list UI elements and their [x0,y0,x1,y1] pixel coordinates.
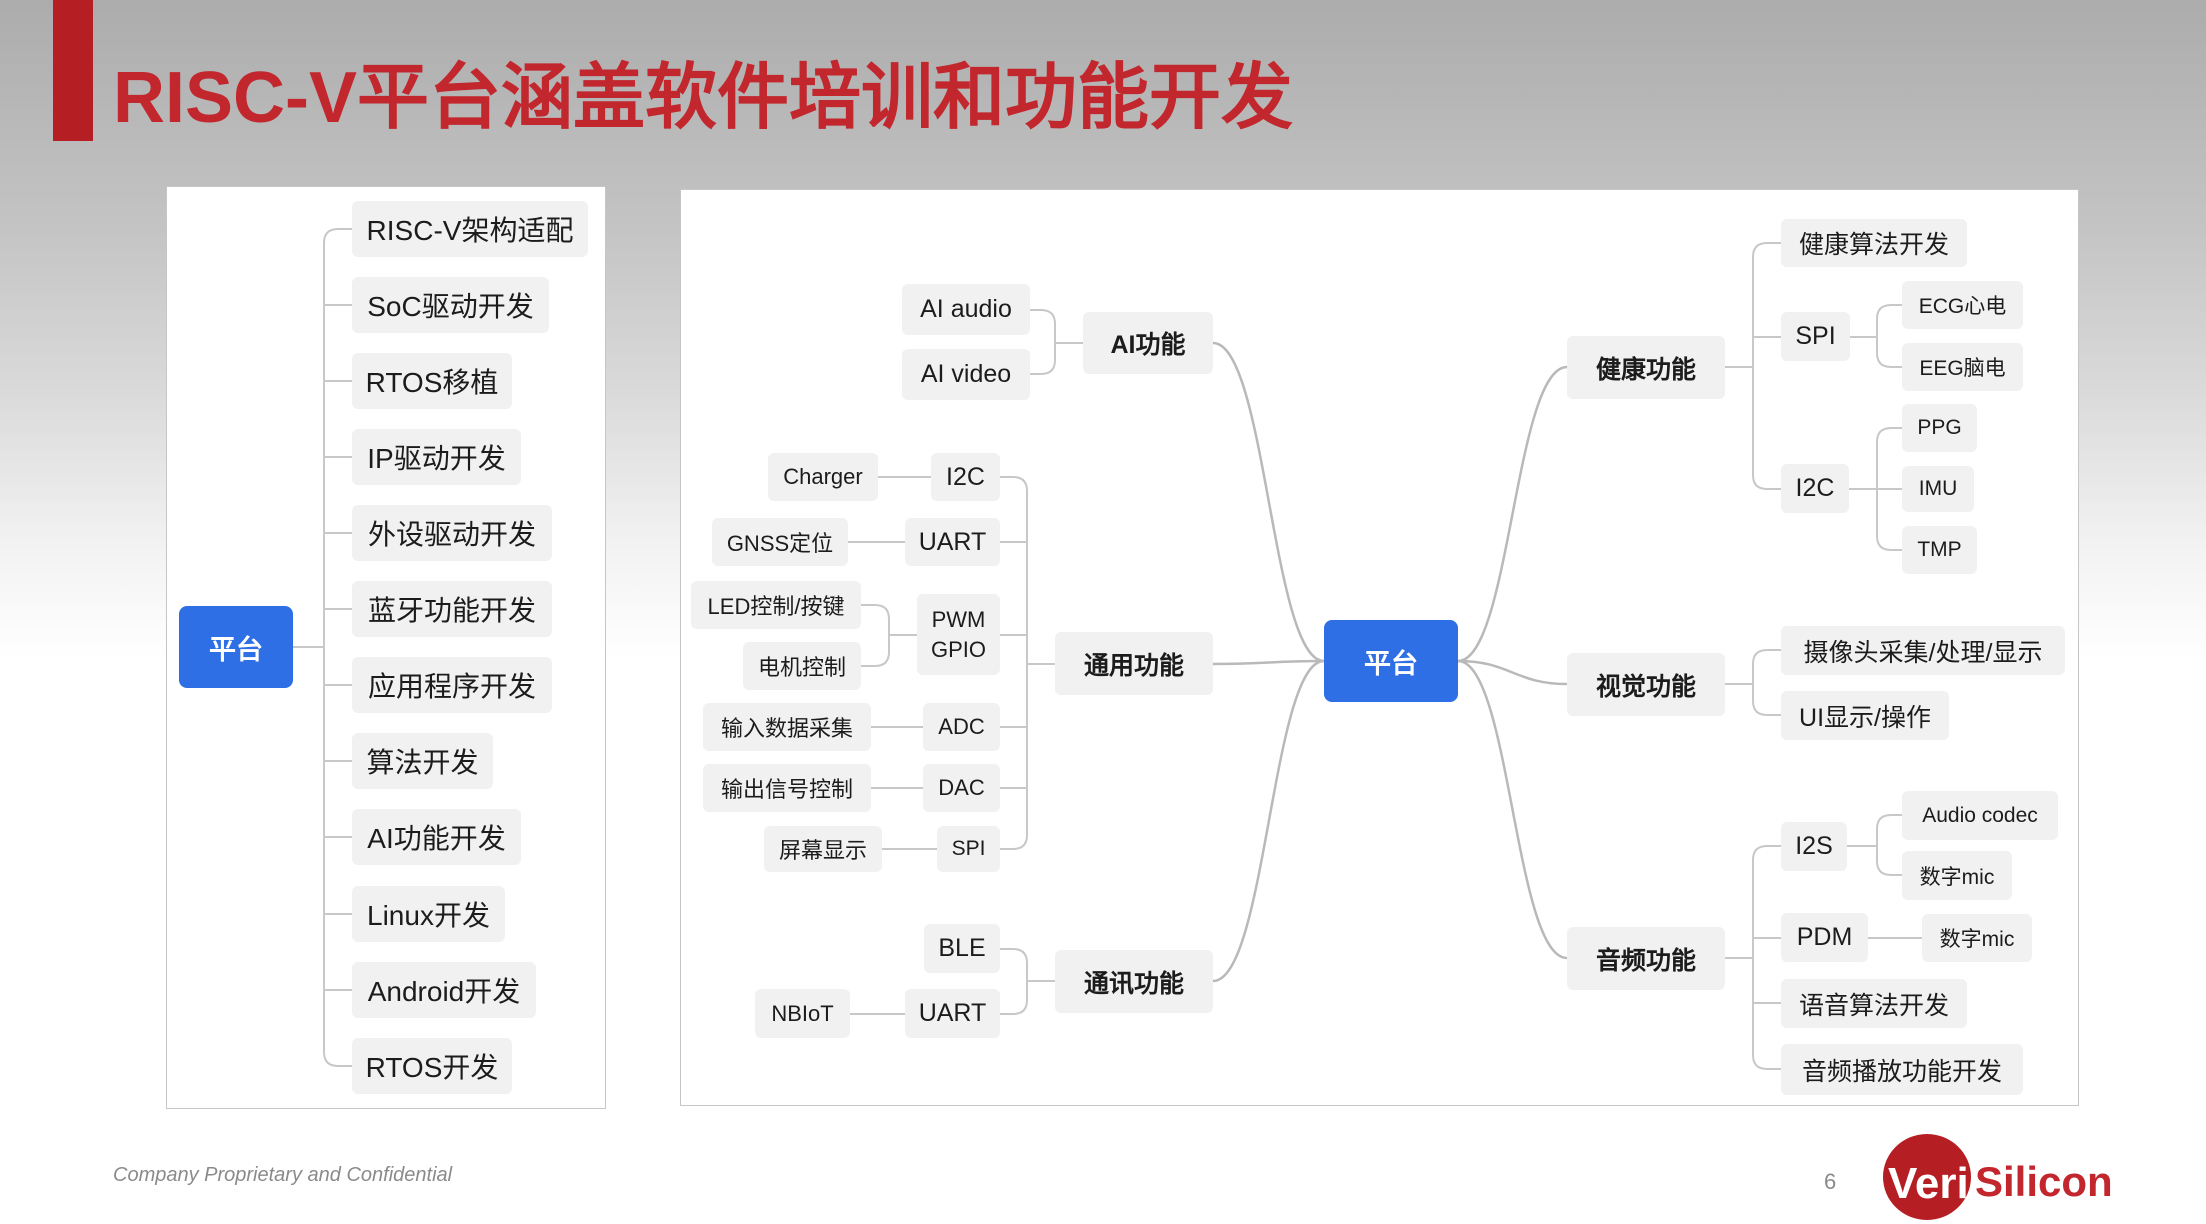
node-general-spi: SPI [937,826,1000,872]
left-item-rtos-port: RTOS移植 [352,353,512,409]
left-root-node: 平台 [179,606,293,688]
node-motor-control: 电机控制 [743,642,861,690]
node-pdm-digital-mic: 数字mic [1922,914,2032,962]
node-comm-uart: UART [905,989,1000,1038]
node-dac: DAC [923,764,1000,812]
node-health-spi: SPI [1781,312,1850,361]
node-i2s-digital-mic: 数字mic [1902,851,2012,900]
node-ui-display: UI显示/操作 [1781,691,1949,740]
slide-title: RISC-V平台涵盖软件培训和功能开发 [113,58,1294,138]
verisilicon-logo-icon [1883,1134,1971,1220]
left-item-rtos-dev: RTOS开发 [352,1038,512,1094]
node-ppg: PPG [1902,404,1977,452]
node-audio-function: 音频功能 [1567,927,1725,990]
node-health-function: 健康功能 [1567,336,1725,399]
left-item-peripheral-driver: 外设驱动开发 [352,505,552,561]
node-ecg: ECG心电 [1902,281,2023,329]
node-general-function: 通用功能 [1055,632,1213,695]
left-item-risc-v: RISC-V架构适配 [352,201,588,257]
node-adc: ADC [923,703,1000,751]
node-nbiot: NBIoT [755,989,850,1038]
node-imu: IMU [1902,466,1974,512]
node-eeg: EEG脑电 [1902,343,2023,391]
node-gnss: GNSS定位 [712,518,848,566]
left-item-application: 应用程序开发 [352,657,552,713]
node-pwm-line: PWM [931,606,986,632]
confidential-footer: Company Proprietary and Confidential [113,1164,453,1186]
left-item-linux: Linux开发 [352,886,505,942]
node-health-i2c: I2C [1781,464,1849,513]
node-pwm-gpio: PWM GPIO [917,594,1000,675]
left-item-ip-driver: IP驱动开发 [352,429,521,485]
node-ble: BLE [924,924,1000,973]
node-ai-audio: AI audio [902,284,1030,335]
node-input-capture: 输入数据采集 [703,703,871,751]
page-number: 6 [1824,1169,1837,1194]
node-ai-video: AI video [902,349,1030,400]
left-item-android: Android开发 [352,962,536,1018]
left-item-ai: AI功能开发 [352,809,521,865]
node-audio-codec: Audio codec [1902,791,2058,840]
node-screen-display: 屏幕显示 [764,826,882,872]
node-output-control: 输出信号控制 [703,764,871,812]
node-tmp: TMP [1902,526,1977,574]
node-charger: Charger [768,453,878,501]
node-camera: 摄像头采集/处理/显示 [1781,626,2065,675]
node-led-button: LED控制/按键 [691,581,861,629]
node-pdm: PDM [1781,913,1868,962]
node-audio-playback: 音频播放功能开发 [1781,1044,2023,1095]
node-voice-algorithm: 语音算法开发 [1781,979,1967,1028]
node-general-uart: UART [905,518,1000,566]
node-general-i2c: I2C [931,453,1000,501]
node-comm-function: 通讯功能 [1055,950,1213,1013]
node-health-algorithm: 健康算法开发 [1781,219,1967,267]
node-vision-function: 视觉功能 [1567,653,1725,716]
node-i2s: I2S [1781,822,1847,871]
right-root-node: 平台 [1324,620,1458,702]
logo-text-silicon: Silicon [1975,1158,2113,1205]
logo-text-veri: Veri [1888,1159,1969,1208]
title-accent-bar [53,0,93,141]
left-item-bluetooth: 蓝牙功能开发 [352,581,552,637]
node-ai-function: AI功能 [1083,312,1213,374]
left-item-soc-driver: SoC驱动开发 [352,277,549,333]
node-gpio-line: GPIO [930,636,986,662]
left-item-algorithm: 算法开发 [352,733,493,789]
